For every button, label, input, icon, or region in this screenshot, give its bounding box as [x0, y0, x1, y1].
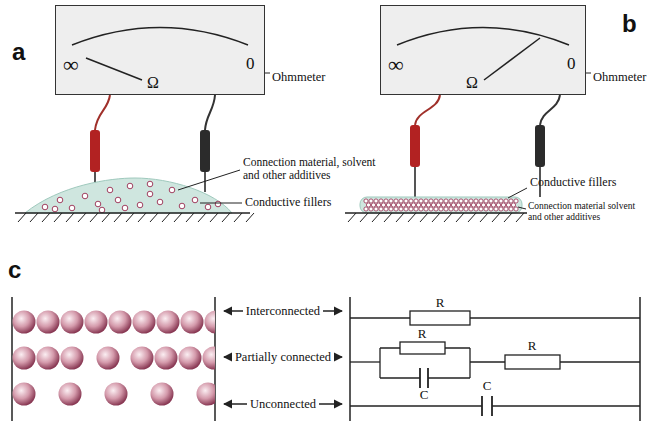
state-label: Unconnected [247, 397, 319, 411]
red-probe [410, 125, 420, 167]
ohmmeter: ∞Ω0Ohmmeter [380, 5, 586, 95]
panel-letter: c [8, 256, 21, 284]
callout-text: Connection material, solvent and other a… [243, 156, 393, 182]
meter-face [55, 5, 265, 95]
component-label: C [483, 379, 492, 394]
panel-border [639, 297, 641, 421]
black-probe [200, 130, 210, 172]
callout-text: Conductive fillers [245, 196, 331, 210]
black-probe [535, 125, 545, 167]
circuit-wires [350, 318, 640, 406]
capacitor-symbol [482, 396, 492, 416]
state-label: Partially connected [232, 350, 334, 364]
ohmmeter: ∞Ω0Ohmmeter [55, 5, 265, 95]
ohm-symbol: Ω [147, 74, 159, 92]
instrument-label: Ohmmeter [593, 70, 646, 84]
capacitor-symbol [420, 368, 428, 388]
meter-needle [484, 38, 540, 80]
filler-spheres [13, 311, 216, 406]
red-probe [90, 130, 100, 172]
resistor-symbol [410, 311, 470, 325]
leader-line [586, 73, 591, 74]
meter-scale [397, 28, 569, 46]
resistor-symbol [505, 355, 560, 369]
leader-line [508, 188, 527, 198]
meter-face [380, 5, 586, 95]
substrate [15, 212, 250, 214]
probe-wire [95, 95, 110, 130]
component-label: C [420, 388, 429, 403]
substrate-hatch [348, 213, 524, 222]
meter-needle [86, 58, 142, 80]
infinity-mark: ∞ [388, 52, 404, 77]
probe-wire [205, 95, 215, 130]
state-label: Interconnected [243, 304, 323, 318]
callout-text: Connection material solvent and other ad… [528, 201, 650, 223]
leader-line [518, 207, 526, 209]
callout-text: Conductive fillers [530, 176, 616, 190]
probe-wire [415, 95, 440, 125]
leader-line [265, 73, 270, 74]
paste-strip [360, 197, 522, 213]
zero-mark: 0 [246, 54, 255, 74]
panel-border [349, 297, 351, 421]
zero-mark: 0 [567, 54, 576, 74]
component-label: R [436, 296, 445, 311]
ohm-symbol: Ω [466, 74, 478, 92]
leader-line [178, 170, 240, 190]
meter-scale [72, 28, 248, 46]
panel-border [11, 297, 13, 421]
component-label: R [418, 327, 427, 342]
panel-letter: b [622, 10, 637, 38]
paste-droplet [25, 178, 232, 213]
red-probe [414, 167, 416, 197]
component-label: R [528, 339, 537, 354]
probe-wire [540, 95, 560, 125]
leader-line [200, 203, 242, 204]
resistor-symbol [400, 342, 445, 354]
filler-particles [42, 181, 221, 213]
instrument-label: Ohmmeter [272, 70, 325, 84]
infinity-mark: ∞ [63, 52, 79, 77]
filler-particles [364, 199, 518, 211]
substrate-hatch [18, 213, 254, 222]
panel-letter: a [12, 38, 25, 66]
